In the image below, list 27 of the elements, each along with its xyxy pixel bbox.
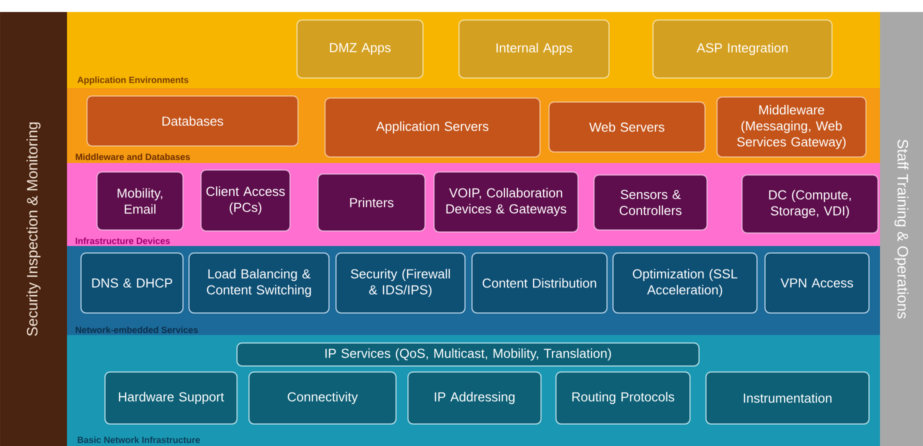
component-box: DC (Compute, Storage, VDI) <box>742 174 878 234</box>
component-box: Routing Protocols <box>556 371 690 424</box>
component-box: DNS & DHCP <box>80 252 184 314</box>
component-box: ASP Integration <box>652 20 832 78</box>
component-box: DMZ Apps <box>296 20 424 78</box>
component-box: Load Balancing & Content Switching <box>188 252 330 314</box>
component-box: Instrumentation <box>706 371 870 424</box>
component-box: Client Access (PCs) <box>200 170 290 232</box>
component-box: Internal Apps <box>458 20 610 78</box>
component-box: Content Distribution <box>472 252 608 314</box>
component-box: IP Addressing <box>408 371 542 424</box>
component-box: IP Services (QoS, Multicast, Mobility, Translation) <box>236 342 700 366</box>
side-bar: Security Inspection & Monitoring <box>0 12 67 446</box>
component-box: Application Servers <box>324 98 540 158</box>
side-bar: Staff Training & Operations <box>880 12 923 446</box>
component-box: Security (Firewall & IDS/IPS) <box>336 252 466 314</box>
component-box: Mobility, Email <box>96 172 184 230</box>
component-box: VOIP, Collaboration Devices & Gateways <box>434 172 578 232</box>
component-box: Connectivity <box>248 371 396 424</box>
component-box: Middleware (Messaging, Web Services Gateway) <box>716 96 866 158</box>
component-box: Sensors & Controllers <box>594 174 708 230</box>
component-box: Hardware Support <box>104 371 238 424</box>
component-box: VPN Access <box>764 252 870 314</box>
component-box: Optimization (SSL Acceleration) <box>612 252 758 314</box>
component-box: Databases <box>86 96 298 146</box>
component-box: Printers <box>318 174 426 232</box>
component-box: Web Servers <box>548 102 706 152</box>
